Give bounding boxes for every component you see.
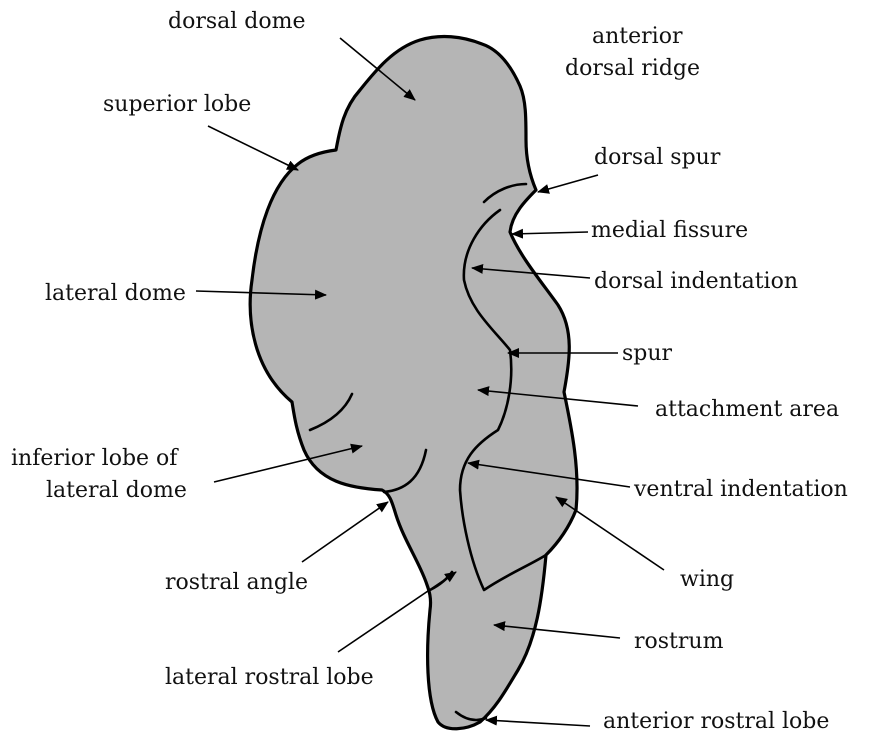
label-ventral-indentation: ventral indentation bbox=[633, 477, 848, 502]
label-dorsal-indentation: dorsal indentation bbox=[594, 269, 798, 294]
label-lateral-dome: lateral dome bbox=[45, 281, 186, 306]
label-medial-fissure: medial fissure bbox=[591, 218, 748, 243]
label-wing: wing bbox=[680, 567, 734, 592]
label-inferior-lobe-2: lateral dome bbox=[46, 478, 187, 503]
leader-superior-lobe bbox=[208, 126, 298, 170]
leader-rostral-angle bbox=[302, 502, 388, 562]
label-dorsal-spur: dorsal spur bbox=[594, 145, 721, 170]
body-outline bbox=[250, 37, 577, 729]
label-inferior-lobe-1: inferior lobe of bbox=[11, 446, 179, 471]
label-anterior-rostral-lobe: anterior rostral lobe bbox=[603, 709, 829, 734]
label-superior-lobe: superior lobe bbox=[103, 92, 251, 117]
leader-wing bbox=[556, 497, 664, 570]
leader-anterior-rostral-lobe bbox=[486, 720, 590, 726]
label-spur: spur bbox=[622, 341, 673, 366]
leader-dorsal-spur bbox=[538, 175, 598, 192]
label-anterior-dorsal-ridge-2: dorsal ridge bbox=[565, 56, 700, 81]
label-dorsal-dome: dorsal dome bbox=[168, 9, 306, 34]
label-rostrum: rostrum bbox=[634, 629, 724, 654]
label-attachment-area: attachment area bbox=[655, 397, 839, 422]
leader-medial-fissure bbox=[512, 232, 588, 234]
label-rostral-angle: rostral angle bbox=[165, 570, 308, 595]
label-lateral-rostral-lobe: lateral rostral lobe bbox=[165, 665, 374, 690]
label-anterior-dorsal-ridge-1: anterior bbox=[592, 24, 683, 49]
